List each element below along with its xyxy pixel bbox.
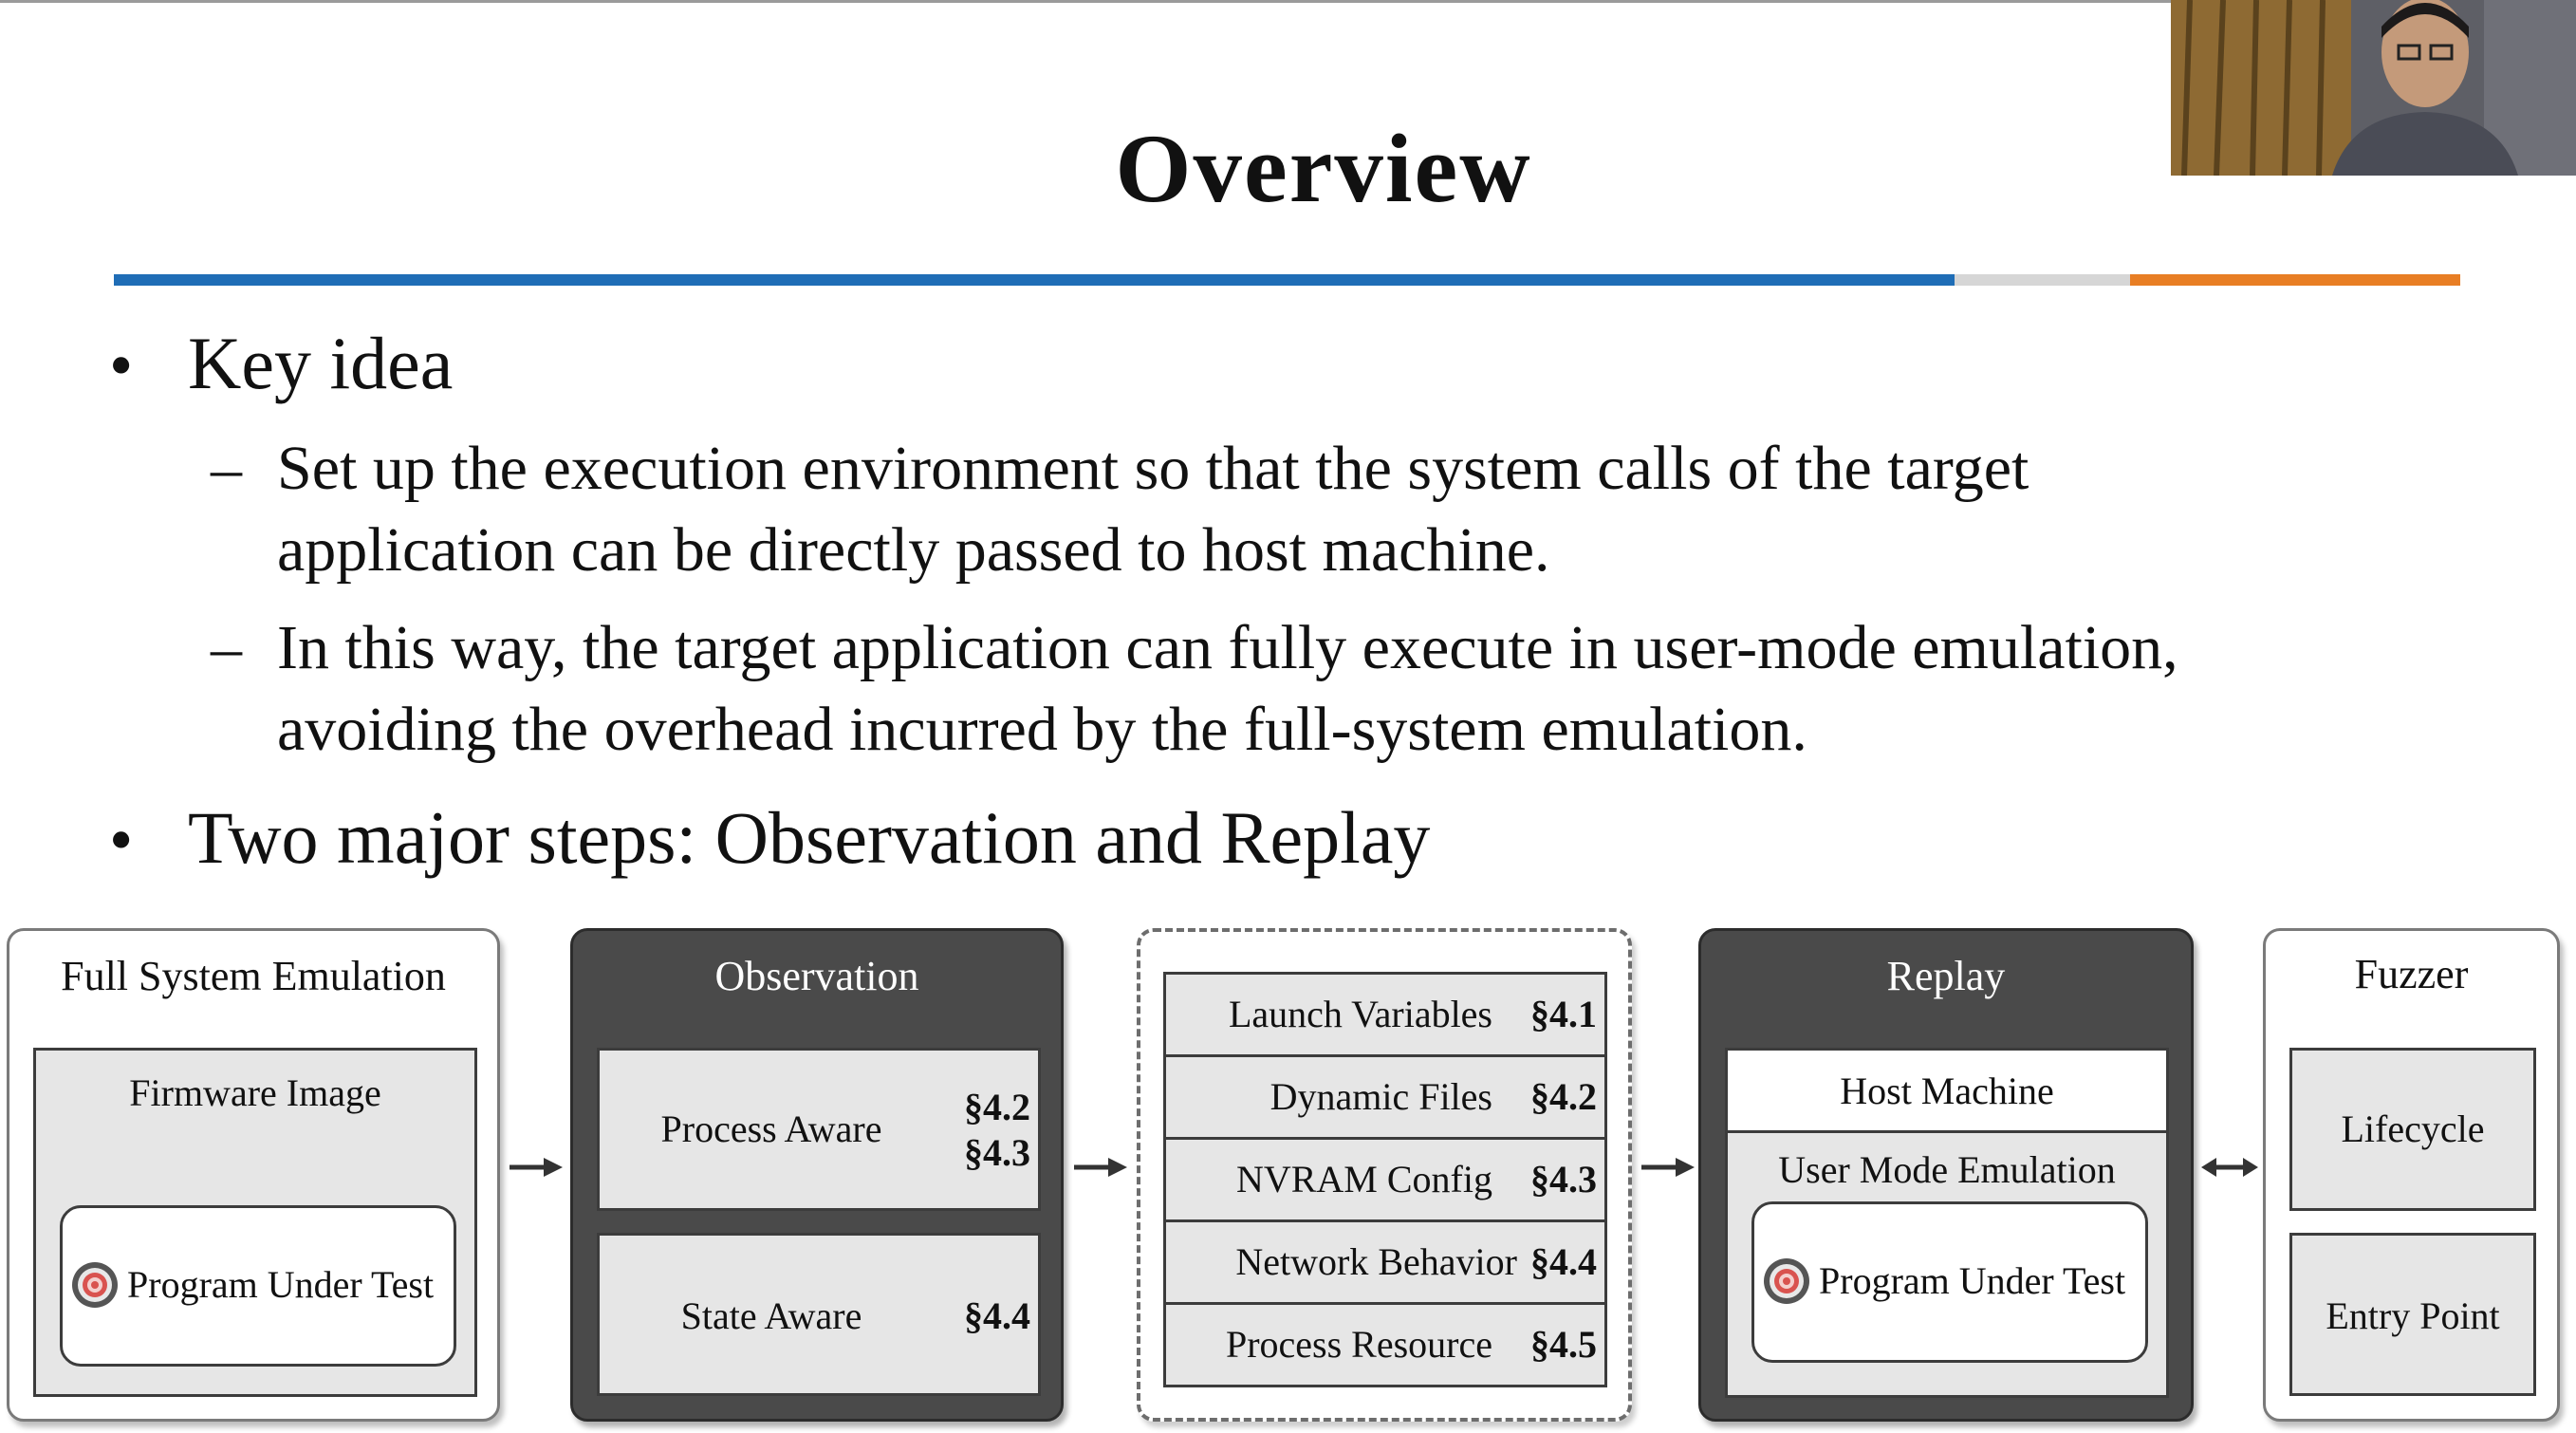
title-rule-orange (2130, 274, 2460, 286)
full-system-emulation-box: Full System Emulation Firmware Image Pro… (7, 928, 500, 1422)
host-machine-box: Host Machine (1725, 1048, 2169, 1133)
sub-bullet-2-line1: In this way, the target application can … (277, 613, 2178, 682)
user-mode-emulation-label: User Mode Emulation (1778, 1148, 2116, 1191)
replay-title: Replay (1886, 953, 2006, 999)
arrow-left-right-icon (2201, 1158, 2258, 1177)
slide-title: Overview (1115, 115, 1532, 223)
observed-artifacts-box: Launch Variables §4.1 Dynamic Files §4.2… (1137, 928, 1632, 1422)
lifecycle-box: Lifecycle (2289, 1048, 2536, 1211)
artifact-row-nvram-config: NVRAM Config §4.3 (1163, 1137, 1607, 1222)
lifecycle-label: Lifecycle (2341, 1107, 2485, 1150)
fuzzer-box: Fuzzer Lifecycle Entry Point (2263, 928, 2560, 1422)
firmware-image-box: Firmware Image Program Under Test (33, 1048, 477, 1397)
full-system-emulation-title: Full System Emulation (61, 953, 446, 999)
artifact-label: NVRAM Config (1235, 1158, 1492, 1200)
artifact-label: Dynamic Files (1269, 1075, 1492, 1118)
bullet-dot: • (109, 327, 134, 403)
title-rule-gray (1955, 274, 2130, 286)
process-aware-label: Process Aware (660, 1107, 882, 1150)
artifact-section: §4.1 (1530, 993, 1597, 1035)
fuzzer-title: Fuzzer (2354, 951, 2469, 997)
sub-bullet-2-line2: avoiding the overhead incurred by the fu… (277, 695, 1807, 764)
process-aware-box: Process Aware §4.2 §4.3 (597, 1048, 1041, 1211)
user-mode-emulation-box: User Mode Emulation Program Under Test (1725, 1130, 2169, 1398)
target-icon (1764, 1258, 1809, 1304)
target-icon (72, 1262, 118, 1308)
bullet-key-idea: Key idea (188, 322, 454, 404)
replay-box: Replay Host Machine User Mode Emulation … (1698, 928, 2194, 1422)
artifact-row-launch-variables: Launch Variables §4.1 (1163, 972, 1607, 1057)
sub-bullet-dash: – (211, 613, 242, 682)
sub-bullet-1-line2: application can be directly passed to ho… (277, 515, 1550, 585)
program-under-test-box: Program Under Test (60, 1205, 456, 1367)
observation-title: Observation (714, 953, 919, 999)
firmware-image-label: Firmware Image (129, 1071, 381, 1114)
artifact-label: Process Resource (1225, 1323, 1492, 1366)
program-under-test-label: Program Under Test (127, 1263, 435, 1306)
artifact-label: Launch Variables (1228, 993, 1492, 1035)
title-rule-blue (114, 274, 1955, 286)
state-aware-section: §4.4 (964, 1294, 1030, 1337)
artifact-section: §4.2 (1530, 1075, 1597, 1118)
program-under-test-label: Program Under Test (1819, 1259, 2126, 1302)
artifact-section: §4.3 (1530, 1158, 1597, 1200)
process-aware-section-4-2: §4.2 (964, 1086, 1030, 1128)
state-aware-label: State Aware (680, 1294, 862, 1337)
artifact-row-dynamic-files: Dynamic Files §4.2 (1163, 1054, 1607, 1140)
host-machine-label: Host Machine (1840, 1070, 2054, 1112)
arrow-right-icon (1641, 1158, 1695, 1177)
bullet-two-major-steps: Two major steps: Observation and Replay (188, 796, 1431, 879)
artifact-section: §4.4 (1530, 1240, 1597, 1283)
sub-bullet-dash: – (211, 434, 242, 503)
artifact-row-network-behavior: Network Behavior §4.4 (1163, 1219, 1607, 1305)
sub-bullet-1-line1: Set up the execution environment so that… (277, 434, 2029, 503)
top-border-line (0, 0, 2182, 3)
artifact-section: §4.5 (1530, 1323, 1597, 1366)
entry-point-label: Entry Point (2326, 1294, 2500, 1337)
arrow-right-icon (510, 1158, 563, 1177)
process-aware-section-4-3: §4.3 (964, 1131, 1030, 1174)
artifact-label: Network Behavior (1235, 1240, 1517, 1283)
program-under-test-box: Program Under Test (1751, 1201, 2148, 1363)
bullet-dot: • (109, 802, 134, 878)
artifact-row-process-resource: Process Resource §4.5 (1163, 1302, 1607, 1387)
presenter-webcam (2171, 0, 2576, 176)
state-aware-box: State Aware §4.4 (597, 1233, 1041, 1396)
arrow-right-icon (1074, 1158, 1127, 1177)
observation-box: Observation Process Aware §4.2 §4.3 Stat… (570, 928, 1064, 1422)
entry-point-box: Entry Point (2289, 1233, 2536, 1396)
